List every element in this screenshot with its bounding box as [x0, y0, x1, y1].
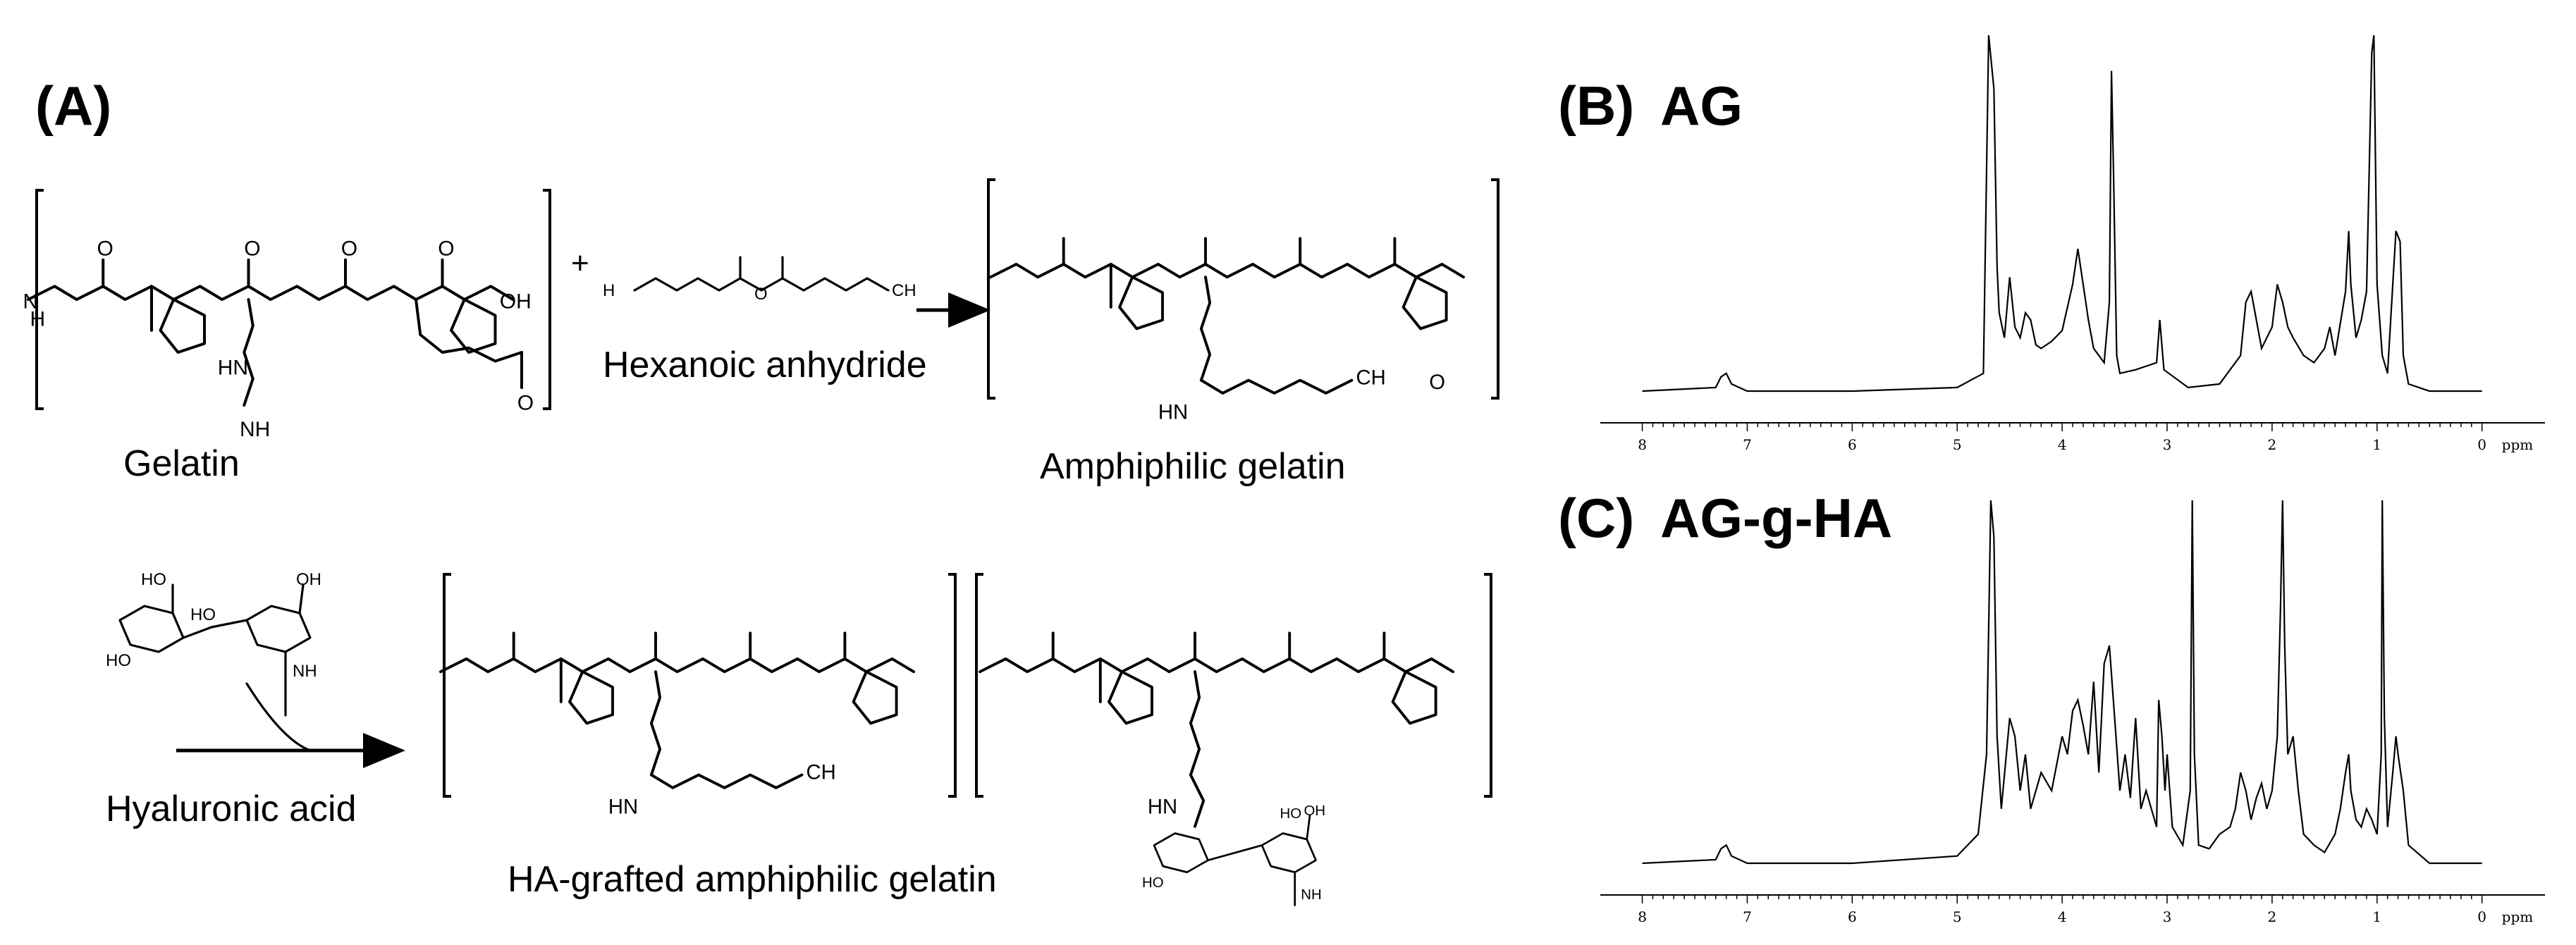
svg-text:NH: NH: [240, 418, 270, 441]
hyaluronic-acid-structure: HO HO OH HO NH: [106, 570, 321, 717]
nmr-tick-label: 6: [1848, 908, 1857, 925]
nmr-tick-label: 6: [1848, 436, 1857, 453]
svg-text:HO: HO: [1142, 875, 1164, 891]
svg-text:HN: HN: [608, 796, 638, 819]
nmr-plot-ag: 8 7 6 5 4 3 2 1 0 ppm: [1600, 35, 2545, 453]
nmr-spectrum-ag: 8 7 6 5 4 3 2 1 0 ppm: [1593, 28, 2552, 458]
nmr-trace-ag-g-ha: [1642, 500, 2482, 865]
nmr-tick-label: 4: [2058, 908, 2067, 925]
svg-text:OH: OH: [296, 570, 321, 589]
svg-text:CH: CH: [892, 281, 916, 300]
nmr-tick-label: 7: [1743, 436, 1752, 453]
gelatin-caption: Gelatin: [123, 443, 240, 484]
svg-text:O: O: [1429, 371, 1445, 394]
hexanoic-anhydride-structure: H O CH: [603, 256, 916, 304]
amphiphilic-gelatin-structure: HN CH O: [989, 237, 1465, 424]
nmr-plot-ag-g-ha: 8 7 6 5 4 3 2 1 0 ppm: [1600, 500, 2545, 925]
nmr-unit-label: ppm: [2502, 436, 2534, 453]
svg-text:NH: NH: [293, 662, 317, 681]
svg-text:H: H: [603, 281, 615, 300]
nmr-tick-label: 3: [2163, 908, 2172, 925]
nmr-tick-label: 8: [1638, 908, 1647, 925]
svg-text:HO: HO: [190, 605, 216, 624]
gelatin-structure: H N O O O O OH HN NH O: [23, 237, 534, 441]
svg-text:CH: CH: [806, 761, 836, 784]
nmr-tick-label: 5: [1953, 908, 1962, 925]
svg-text:H: H: [30, 308, 46, 331]
panel-c-label: (C): [1558, 487, 1635, 549]
nmr-tick-label: 8: [1638, 436, 1647, 453]
nmr-tick-label: 5: [1953, 436, 1962, 453]
nmr-tick-label: 4: [2058, 436, 2067, 453]
svg-text:HO: HO: [1280, 806, 1302, 822]
svg-text:HN: HN: [1158, 401, 1188, 424]
svg-text:HN: HN: [218, 356, 248, 379]
nmr-tick-label: 1: [2372, 908, 2381, 925]
svg-text:OH: OH: [500, 290, 532, 314]
svg-text:OH: OH: [1304, 803, 1326, 819]
panel-a-label: (A): [35, 75, 112, 137]
ha-grafted-gelatin-unit-2: HN: [979, 631, 1454, 828]
svg-text:HO: HO: [106, 651, 131, 670]
svg-text:NH: NH: [1301, 887, 1321, 903]
panel-b-title: AG: [1660, 75, 1743, 137]
svg-text:O: O: [97, 237, 114, 261]
reaction-scheme: H N O O O O OH HN NH O + H O CH HN CH O: [23, 178, 1499, 906]
grafted-ha-structure: HO OH HO NH: [1142, 803, 1325, 906]
svg-text:HO: HO: [141, 570, 166, 589]
svg-text:CH: CH: [1356, 366, 1386, 390]
ha-grafted-gelatin-caption: HA-grafted amphiphilic gelatin: [508, 859, 997, 900]
hexanoic-anhydride-caption: Hexanoic anhydride: [603, 345, 927, 385]
amphiphilic-gelatin-caption: Amphiphilic gelatin: [1040, 446, 1346, 487]
nmr-tick-label: 1: [2372, 436, 2381, 453]
nmr-unit-label: ppm: [2502, 908, 2534, 925]
svg-text:O: O: [754, 285, 768, 304]
svg-text:O: O: [244, 237, 260, 261]
panel-b-label: (B): [1558, 75, 1635, 137]
nmr-tick-label: 0: [2477, 908, 2486, 925]
panel-c-title: AG-g-HA: [1660, 487, 1893, 549]
nmr-tick-label: 2: [2268, 436, 2277, 453]
nmr-tick-label: 0: [2477, 436, 2486, 453]
nmr-tick-label: 3: [2163, 436, 2172, 453]
nmr-trace-ag: [1642, 35, 2482, 393]
svg-text:N: N: [23, 290, 39, 314]
nmr-tick-label: 7: [1743, 908, 1752, 925]
ha-grafted-gelatin-unit-1: HN CH: [439, 631, 915, 819]
nmr-spectrum-ag-g-ha: 8 7 6 5 4 3 2 1 0 ppm: [1593, 493, 2552, 930]
hyaluronic-acid-caption: Hyaluronic acid: [106, 789, 357, 829]
svg-text:O: O: [438, 237, 454, 261]
plus-sign: +: [571, 246, 589, 280]
svg-text:O: O: [341, 237, 357, 261]
nmr-tick-label: 2: [2268, 908, 2277, 925]
svg-text:HN: HN: [1148, 796, 1177, 819]
svg-text:O: O: [517, 391, 534, 414]
